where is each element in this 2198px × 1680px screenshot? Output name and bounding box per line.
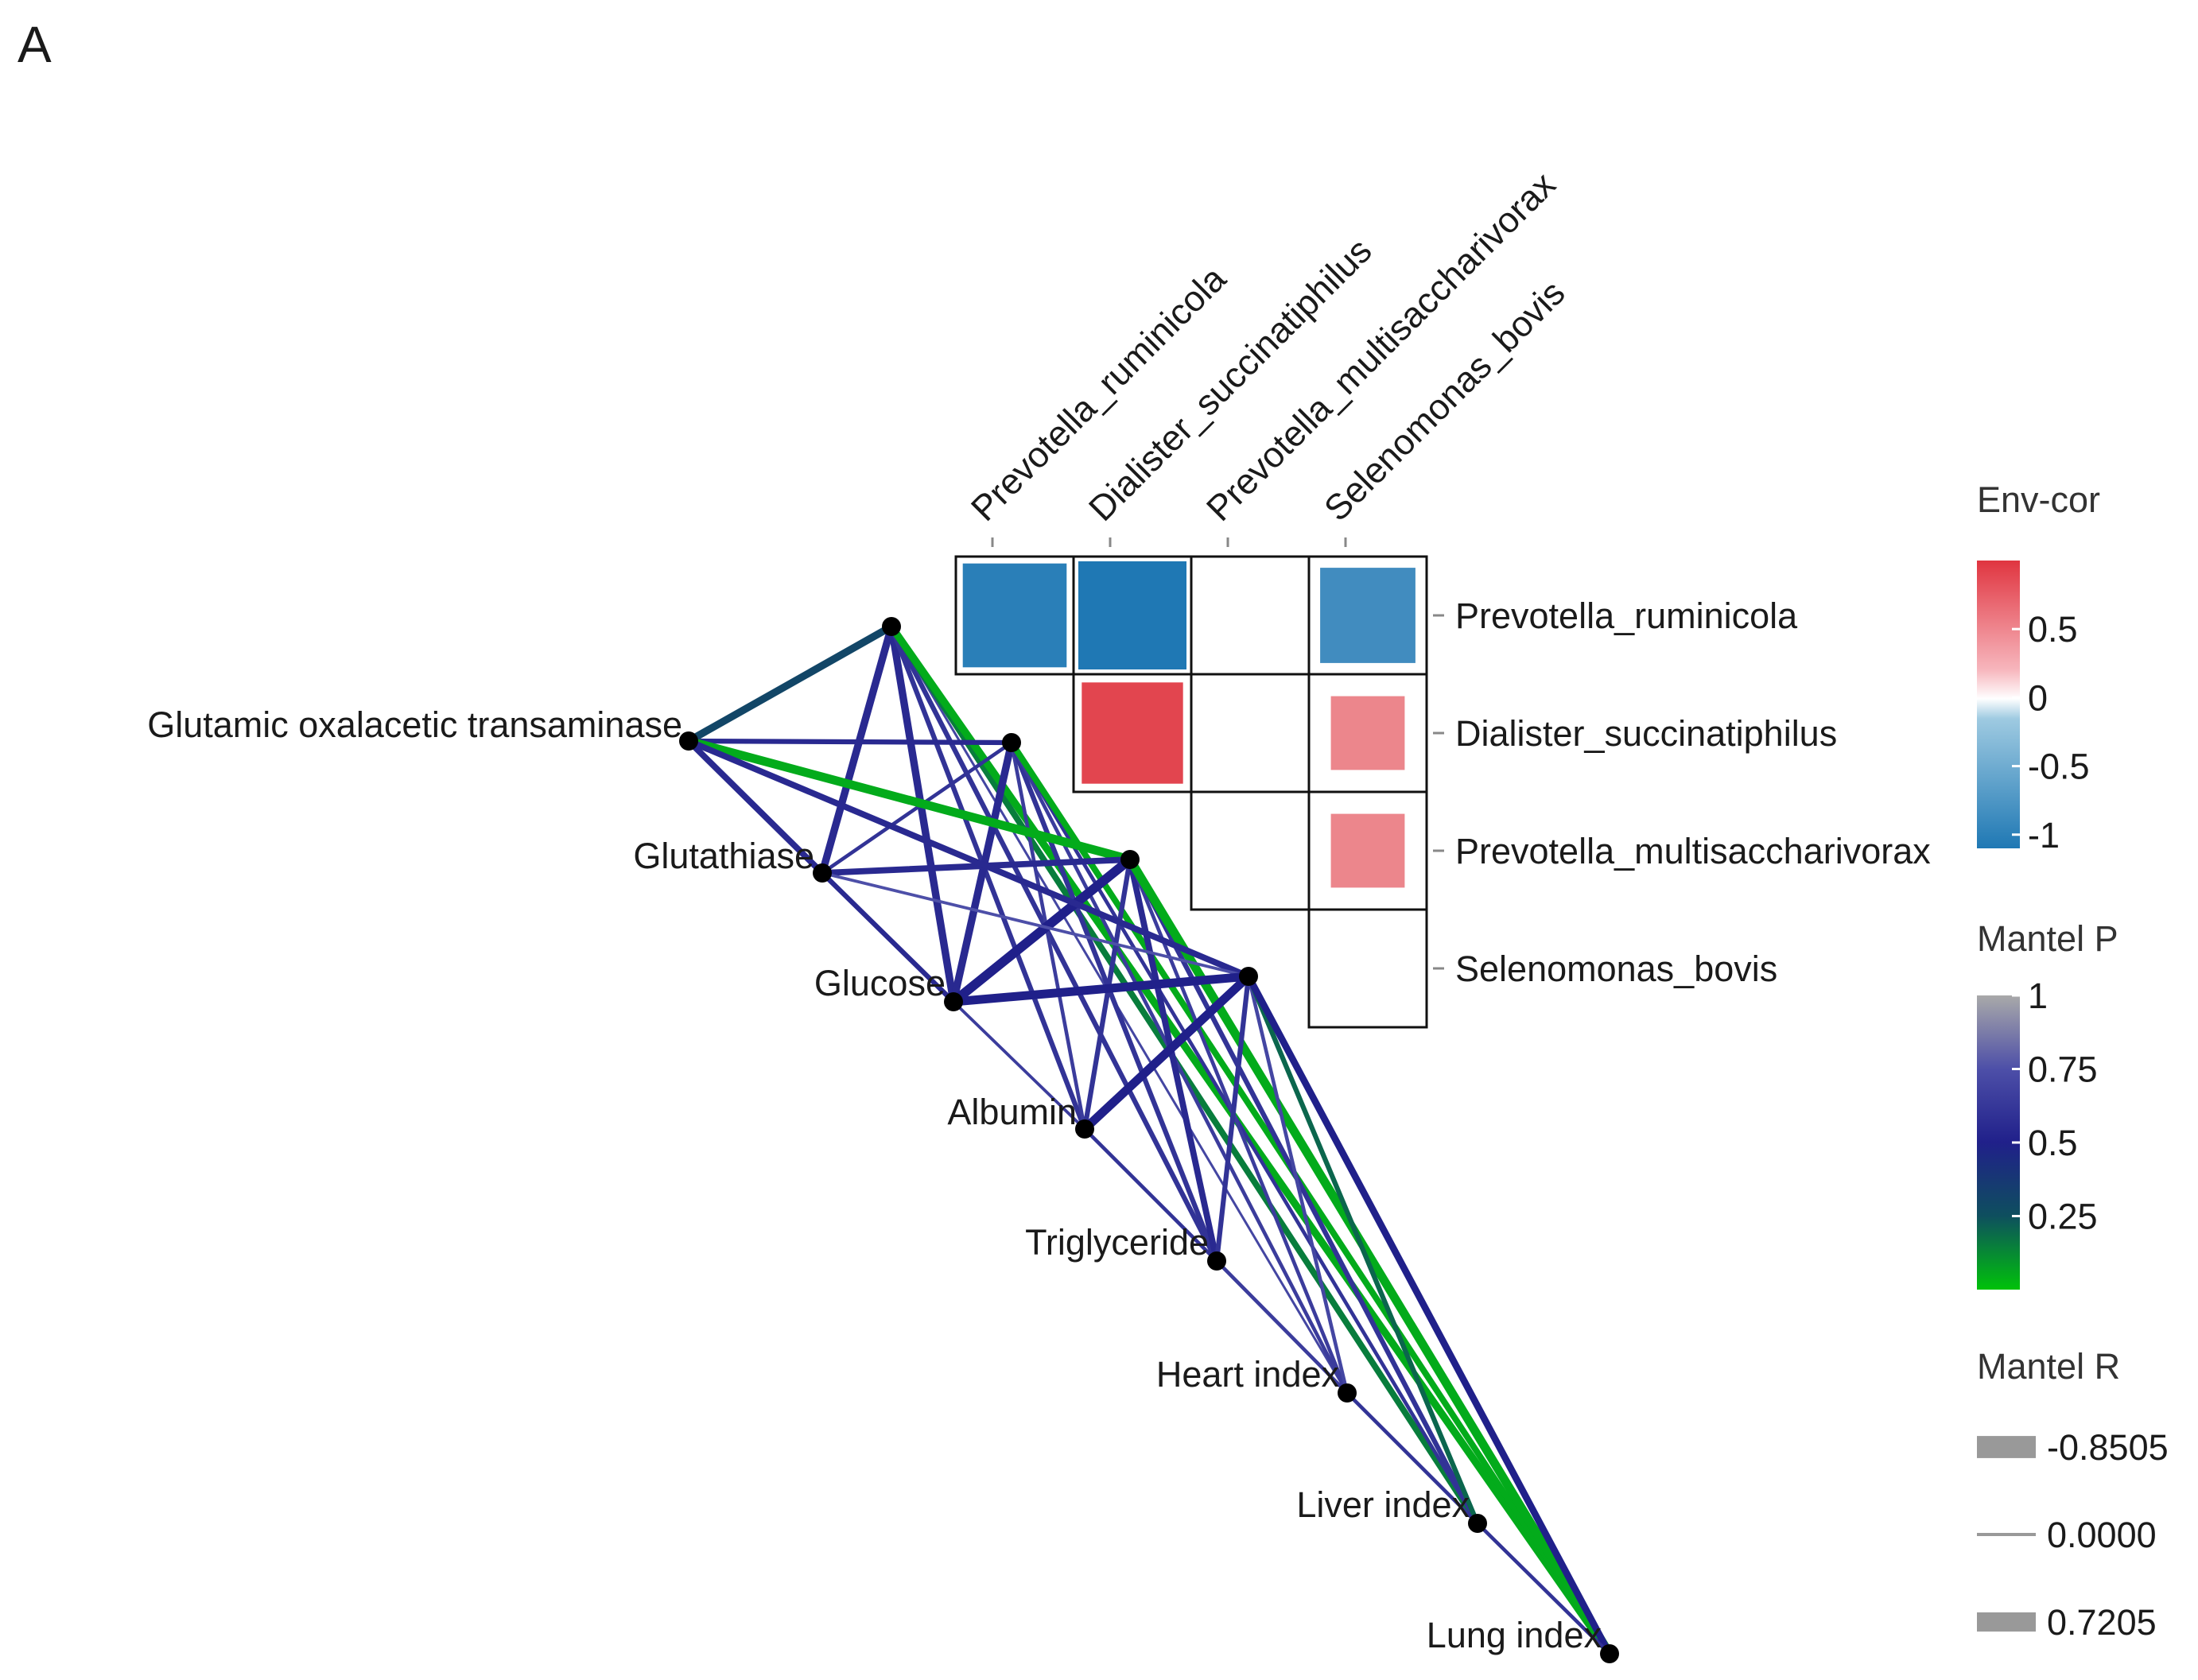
node-label-glucose: Glucose xyxy=(814,963,946,1003)
mantel-link-prevotella-multisaccharivorax-glutathiase xyxy=(819,856,1133,876)
mantel-link-prevotella-multisaccharivorax-liver-index xyxy=(1127,856,1481,1527)
node-glucose xyxy=(944,992,963,1011)
mantel-r-legend: Mantel R -0.8505 0.0000 0.7205 xyxy=(1977,1346,2169,1643)
heatmap-cell-dialister-succinatiphilus-selenomonas-bovis xyxy=(1330,696,1405,770)
heatmap-cell-prevotella-ruminicola-prevotella-ruminicola xyxy=(962,563,1067,668)
node-glutathiase xyxy=(813,863,832,883)
mantel-link-dialister-succinatiphilus-glutathiase xyxy=(820,740,1014,875)
node-lung-index xyxy=(1600,1644,1619,1663)
env-cor-tick-label-0: 0 xyxy=(2028,677,2048,718)
mantel-link-selenomonas-bovis-lung-index xyxy=(1245,972,1614,1658)
mantel-link-dialister-succinatiphilus-glutamic-oxalacetic-transaminase xyxy=(685,738,1015,746)
node-link-albumin-triglyceride xyxy=(1082,1127,1219,1263)
mantel-link-prevotella-multisaccharivorax-heart-index xyxy=(1128,857,1349,1395)
mantel-r-swatch-0-8505 xyxy=(1977,1436,2036,1458)
node-link-liver-index-lung-index xyxy=(1475,1521,1612,1656)
mantel-r-legend-title: Mantel R xyxy=(1977,1346,2120,1387)
mantel-p-tick-label-0-25: 0.25 xyxy=(2028,1197,2098,1237)
mantel-link-selenomonas-bovis-albumin xyxy=(1080,972,1253,1134)
node-triglyceride xyxy=(1207,1251,1226,1271)
panel-label: A xyxy=(17,16,52,73)
mantel-p-legend-title: Mantel P xyxy=(1977,918,2118,959)
node-label-glutamic-oxalacetic-transaminase: Glutamic oxalacetic transaminase xyxy=(147,704,682,745)
mantel-links-layer xyxy=(684,623,1614,1659)
mantel-link-selenomonas-bovis-triglyceride xyxy=(1214,973,1252,1264)
node-liver-index xyxy=(1468,1514,1487,1533)
mantel-link-selenomonas-bovis-glucose xyxy=(949,972,1253,1007)
heatmap-cell-prevotella-ruminicola-selenomonas-bovis xyxy=(1320,568,1415,663)
mantel-link-dialister-succinatiphilus-glucose xyxy=(949,739,1016,1006)
heatmap-cell-dialister-succinatiphilus-dialister-succinatiphilus xyxy=(1082,682,1183,784)
env-cor-heatmap xyxy=(954,555,1428,1029)
side-label-prevotella-multisaccharivorax: Prevotella_multisaccharivorax xyxy=(1455,831,1931,871)
mantel-link-dialister-succinatiphilus-heart-index xyxy=(1009,740,1349,1395)
node-glutamic-oxalacetic-transaminase xyxy=(679,731,698,751)
mantel-p-tick-label-0-5: 0.5 xyxy=(2028,1123,2078,1163)
side-label-dialister-succinatiphilus: Dialister_succinatiphilus xyxy=(1455,713,1837,754)
variable-nodes-layer: Glutamic oxalacetic transaminaseGlutathi… xyxy=(147,617,1619,1663)
node-albumin xyxy=(1075,1119,1094,1139)
mantel-link-prevotella-multisaccharivorax-triglyceride xyxy=(1127,856,1220,1264)
mantel-link-prevotella-ruminicola-albumin xyxy=(888,623,1088,1132)
heatmap-cell-prevotella-ruminicola-dialister-succinatiphilus xyxy=(1078,561,1186,669)
node-link-glutathiase-glucose xyxy=(819,870,957,1005)
mantel-link-prevotella-ruminicola-glutamic-oxalacetic-transaminase xyxy=(685,623,895,745)
mantel-r-label-0-7205: 0.7205 xyxy=(2047,1602,2157,1643)
species-anchor-prevotella-multisaccharivorax xyxy=(1120,850,1140,869)
node-links-layer xyxy=(685,738,1612,1656)
node-link-glutamic-oxalacetic-transaminase-glutathiase xyxy=(685,738,825,876)
mantel-link-prevotella-multisaccharivorax-lung-index xyxy=(1125,855,1614,1659)
mantel-link-selenomonas-bovis-liver-index xyxy=(1245,973,1481,1527)
mantel-r-label-0-8505: -0.8505 xyxy=(2047,1427,2169,1468)
mantel-r-swatch-0-0000 xyxy=(1977,1533,2036,1536)
node-label-liver-index: Liver index xyxy=(1296,1484,1470,1525)
node-heart-index xyxy=(1338,1383,1357,1403)
mantel-link-dialister-succinatiphilus-triglyceride xyxy=(1008,739,1220,1264)
node-link-heart-index-liver-index xyxy=(1345,1391,1480,1526)
mantel-link-selenomonas-bovis-glutathiase xyxy=(821,871,1250,978)
heatmap-cell-frame-3-3 xyxy=(1307,908,1428,1029)
mantel-p-tick-label-1: 1 xyxy=(2028,976,2048,1016)
mantel-link-prevotella-multisaccharivorax-glutamic-oxalacetic-transaminase xyxy=(684,736,1135,864)
env-cor-colorbar xyxy=(1977,561,2020,848)
mantel-link-dialister-succinatiphilus-albumin xyxy=(1009,740,1087,1131)
node-link-triglyceride-heart-index xyxy=(1214,1259,1349,1395)
env-cor-legend-title: Env-cor xyxy=(1977,479,2100,520)
mantel-link-prevotella-ruminicola-glutathiase xyxy=(818,623,895,877)
side-label-prevotella-ruminicola: Prevotella_ruminicola xyxy=(1455,596,1798,636)
mantel-r-swatch-0-7205 xyxy=(1977,1612,2036,1632)
species-anchor-dialister-succinatiphilus xyxy=(1002,733,1021,752)
env-cor-tick-label-0-5: 0.5 xyxy=(2028,609,2078,650)
env-cor-legend: Env-cor 0.5 0 -0.5 -1 xyxy=(1977,479,2100,856)
species-anchor-prevotella-ruminicola xyxy=(882,617,901,636)
node-label-triglyceride: Triglyceride xyxy=(1025,1222,1209,1263)
env-cor-tick-label-1: -1 xyxy=(2028,815,2060,856)
node-link-glucose-albumin xyxy=(952,1000,1086,1131)
mantel-link-prevotella-ruminicola-triglyceride xyxy=(888,623,1220,1264)
node-label-lung-index: Lung index xyxy=(1427,1615,1602,1655)
mantel-link-prevotella-multisaccharivorax-albumin xyxy=(1082,856,1133,1132)
node-label-heart-index: Heart index xyxy=(1156,1354,1340,1395)
species-anchor-selenomonas-bovis xyxy=(1239,967,1258,986)
mantel-link-dialister-succinatiphilus-lung-index xyxy=(1008,739,1613,1657)
side-label-selenomonas-bovis: Selenomonas_bovis xyxy=(1455,949,1777,989)
mantel-p-legend: Mantel P 1 0.75 0.5 0.25 xyxy=(1977,918,2118,1290)
heatmap-cell-prevotella-multisaccharivorax-selenomonas-bovis xyxy=(1330,813,1405,888)
mantel-link-dialister-succinatiphilus-liver-index xyxy=(1009,740,1480,1526)
node-label-glutathiase: Glutathiase xyxy=(633,836,814,876)
mantel-link-prevotella-multisaccharivorax-glucose xyxy=(949,855,1135,1007)
node-label-albumin: Albumin xyxy=(947,1092,1077,1132)
mantel-link-selenomonas-bovis-heart-index xyxy=(1246,974,1349,1395)
env-cor-tick-label-0-5: -0.5 xyxy=(2028,747,2090,787)
mantel-link-selenomonas-bovis-glutamic-oxalacetic-transaminase xyxy=(685,738,1252,980)
mantel-link-prevotella-ruminicola-glucose xyxy=(887,623,957,1006)
mantel-r-label-0-0000: 0.0000 xyxy=(2047,1515,2157,1555)
mantel-p-tick-label-0-75: 0.75 xyxy=(2028,1050,2098,1090)
